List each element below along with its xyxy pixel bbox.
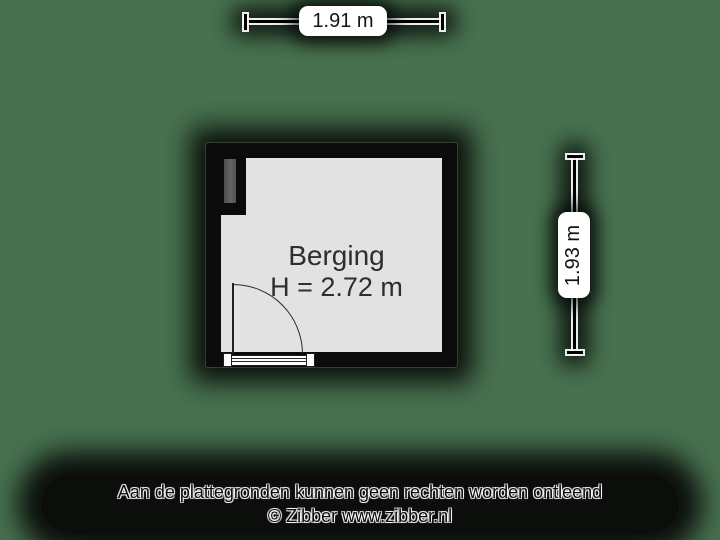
width-dimension-value: 1.91 m [312, 9, 374, 32]
dimension-tick-top [567, 155, 583, 158]
door-threshold [223, 353, 315, 367]
dimension-tick-bottom [567, 351, 583, 354]
room-name: Berging [288, 240, 385, 271]
threshold-cap-right [306, 353, 315, 367]
duct-block [221, 158, 246, 215]
door-leaf [232, 283, 234, 354]
dimension-tick-right [441, 14, 444, 30]
threshold-stripes [232, 354, 306, 366]
room-outline-walls: Berging H = 2.72 m [206, 143, 457, 367]
height-dimension-label: 1.93 m [558, 212, 590, 298]
duct-shaft [224, 159, 236, 203]
dimension-tick-left [244, 14, 247, 30]
width-dimension-label: 1.91 m [299, 6, 387, 36]
room-label: Berging H = 2.72 m [206, 240, 457, 303]
copyright-text: © Zibber www.zibber.nl [267, 506, 453, 526]
height-dimension-value: 1.93 m [562, 224, 585, 286]
footer-text-block: Aan de plattegronden kunnen geen rechten… [40, 474, 680, 533]
disclaimer-text: Aan de plattegronden kunnen geen rechten… [117, 482, 603, 502]
room-ceiling-height: H = 2.72 m [270, 272, 403, 302]
threshold-cap-left [223, 353, 232, 367]
